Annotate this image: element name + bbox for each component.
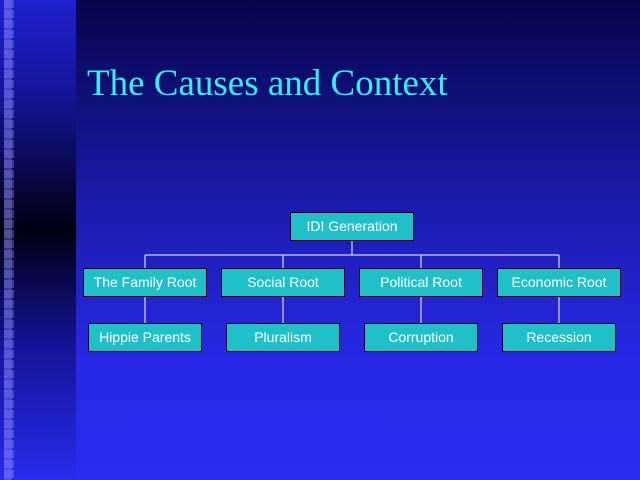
node-child-political: Corruption xyxy=(364,323,478,352)
node-child-family: Hippie Parents xyxy=(88,323,202,352)
node-branch-social: Social Root xyxy=(221,268,345,297)
decorative-square-pattern xyxy=(4,0,14,480)
node-branch-political: Political Root xyxy=(359,268,483,297)
node-child-social: Pluralism xyxy=(226,323,340,352)
node-root: IDI Generation xyxy=(290,212,414,241)
node-branch-economic: Economic Root xyxy=(497,268,621,297)
node-child-economic: Recession xyxy=(502,323,616,352)
decorative-side-strip xyxy=(0,0,76,480)
node-branch-family: The Family Root xyxy=(83,268,207,297)
slide-title: The Causes and Context xyxy=(87,63,448,104)
